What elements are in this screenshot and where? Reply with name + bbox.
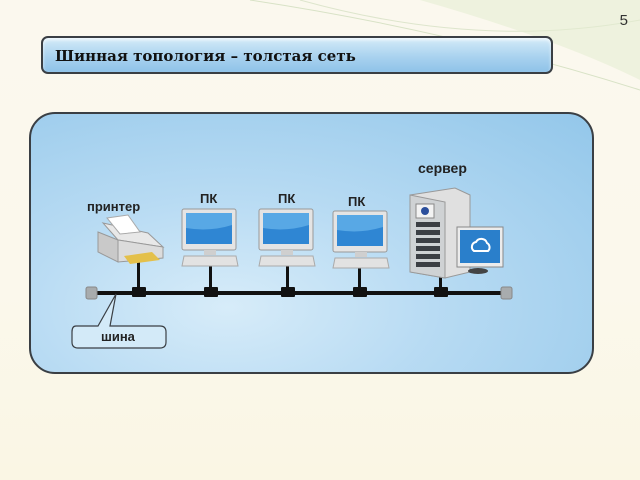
server-icon: [409, 187, 471, 279]
pc-1-label: ПК: [200, 191, 218, 206]
server-label: сервер: [418, 160, 467, 176]
terminator-left-icon: [85, 286, 98, 300]
title-bar: Шинная топология – толстая сеть: [41, 36, 553, 74]
pc-1-icon: [181, 208, 239, 267]
server-monitor-icon: [456, 226, 504, 274]
bus-label: шина: [101, 329, 135, 344]
bus-callout: [71, 293, 167, 349]
pc-2-icon: [258, 208, 316, 267]
printer-label: принтер: [87, 199, 141, 214]
pc-3-icon: [332, 210, 390, 269]
printer-icon: [97, 214, 165, 264]
slide-title: Шинная топология – толстая сеть: [55, 47, 356, 65]
pc-2-label: ПК: [278, 191, 296, 206]
slide-number: 5: [619, 12, 628, 29]
terminator-right-icon: [500, 286, 513, 300]
pc-3-label: ПК: [348, 194, 366, 209]
